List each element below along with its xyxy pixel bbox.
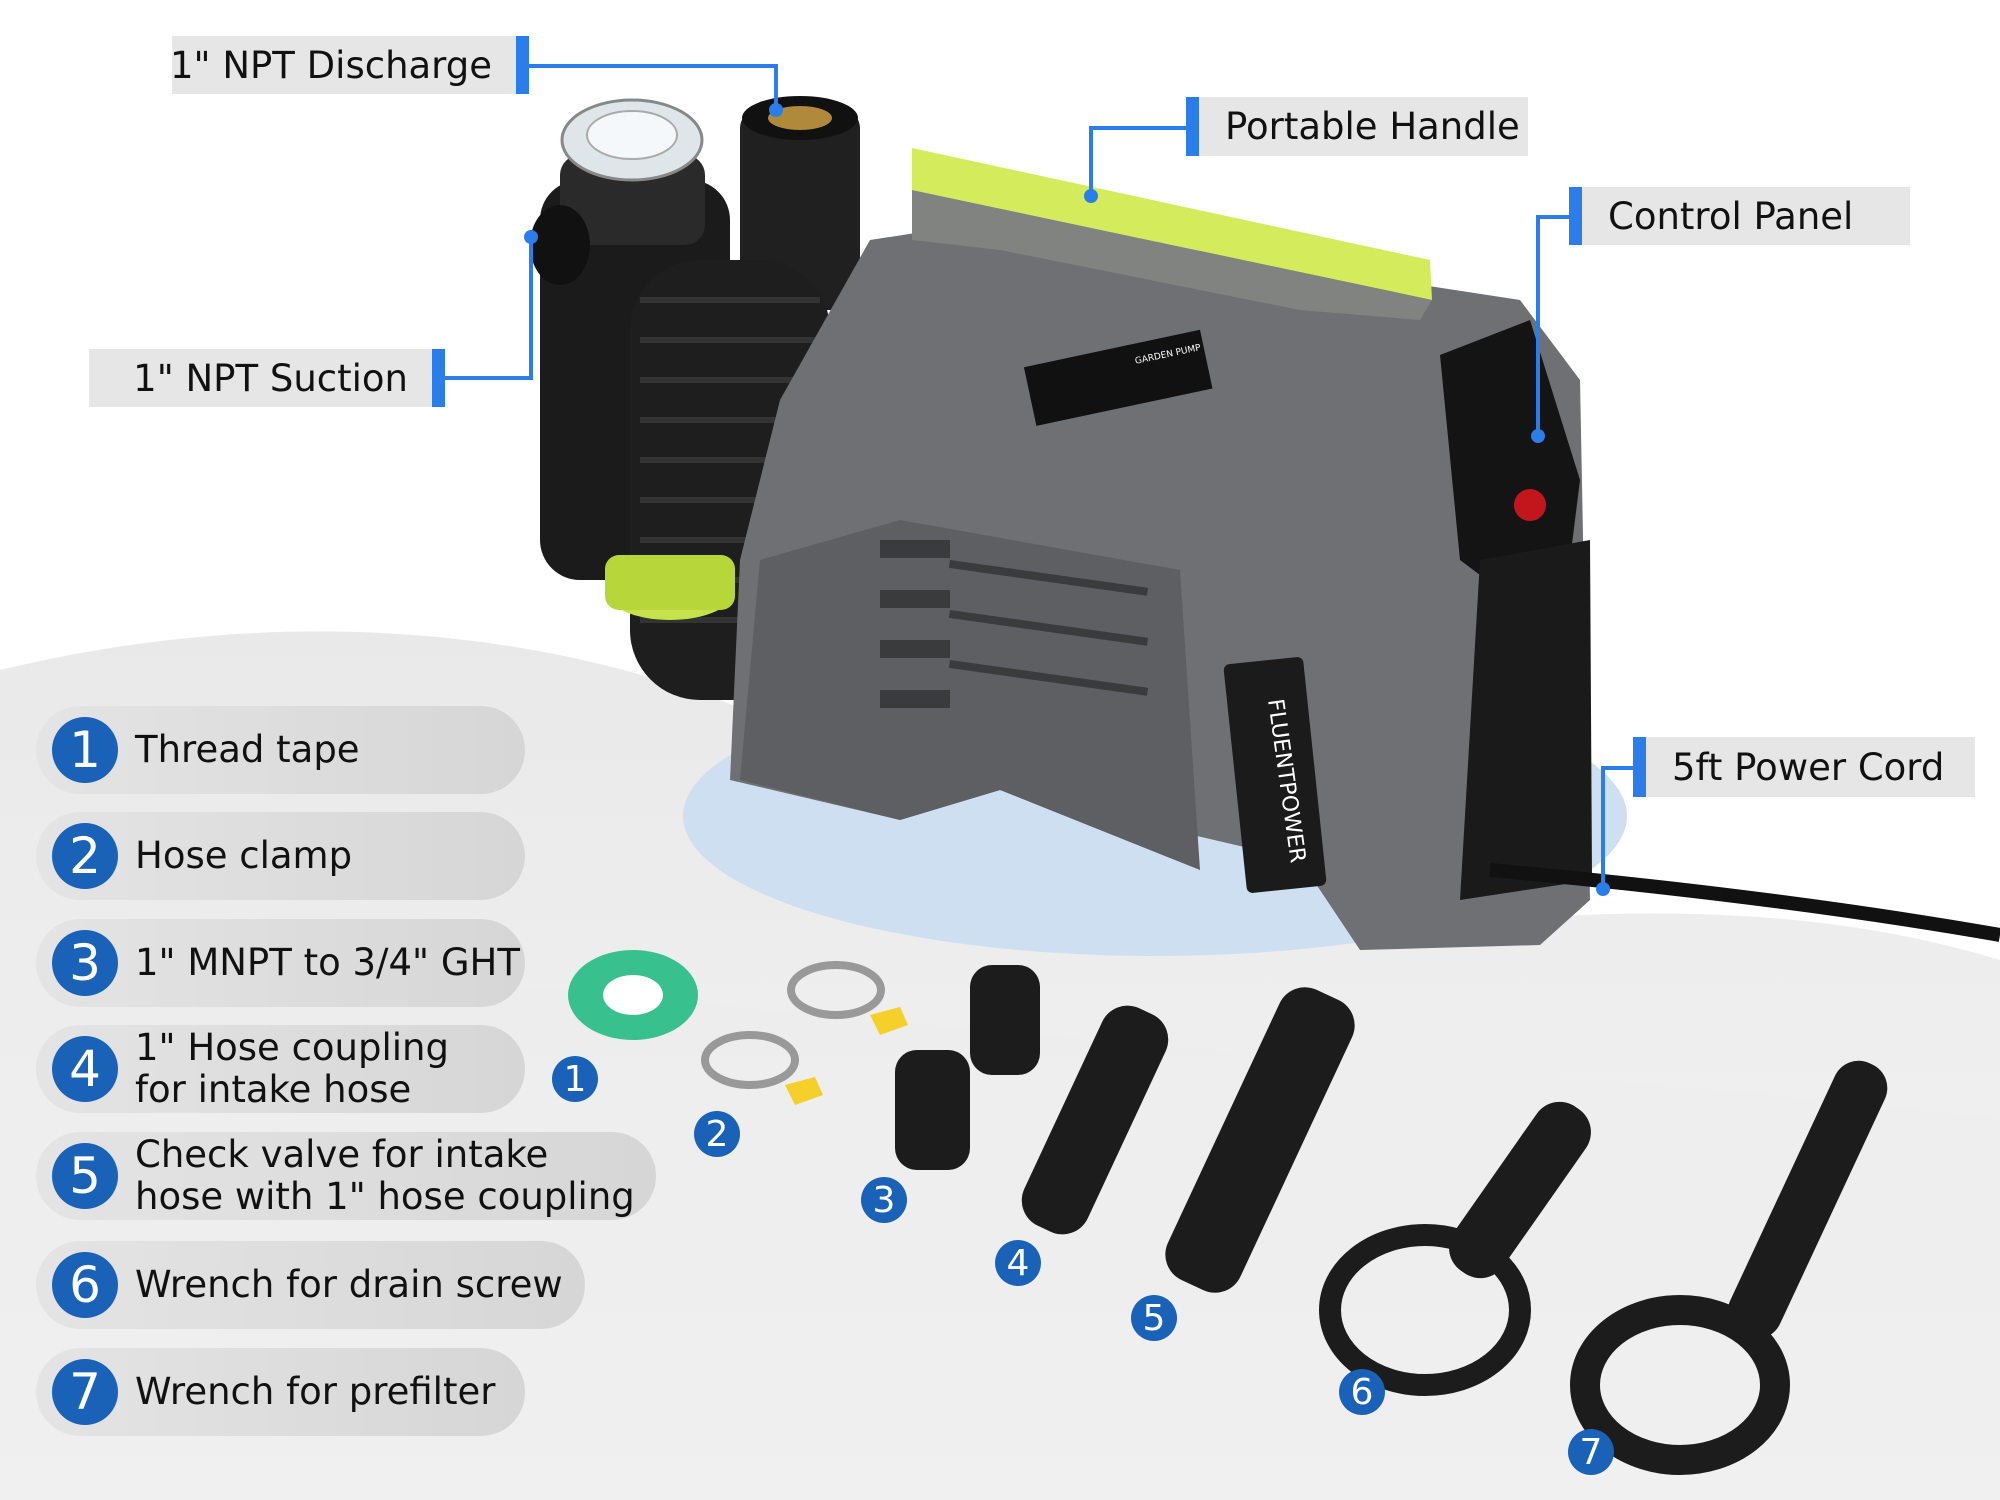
fan-grille — [1460, 540, 1592, 900]
callout-handle: Portable Handle — [1186, 97, 1528, 156]
accessory-label: Wrench for drain screw — [135, 1263, 563, 1306]
hose-clamp — [787, 961, 885, 1019]
accessory-label: Hose clamp — [135, 834, 353, 877]
accessory-label: Thread tape — [135, 728, 360, 771]
number-badge: 6 — [52, 1252, 118, 1318]
accessory-label: Check valve for intake hose with 1" hose… — [135, 1133, 635, 1218]
accessory-item-2: 2 Hose clamp — [36, 812, 525, 900]
adapter — [895, 1050, 970, 1170]
part-badge-3: 3 — [861, 1177, 907, 1223]
pump-body: GARDEN PUMP FLUENTPOWER — [730, 148, 2000, 950]
accessory-item-5: 5 Check valve for intake hose with 1" hos… — [36, 1132, 656, 1220]
accessory-parts — [568, 950, 1888, 1475]
number-badge: 1 — [52, 717, 118, 783]
brand-badge — [1223, 657, 1327, 893]
part-badge-7: 7 — [1568, 1429, 1614, 1475]
vent-slots — [880, 540, 1149, 708]
callout-discharge: 1" NPT Discharge — [170, 36, 529, 94]
power-cord — [1489, 863, 2000, 942]
hose-coupling — [1021, 1005, 1169, 1235]
part-badge-5: 5 — [1131, 1295, 1177, 1341]
accessory-item-6: 6 Wrench for drain screw — [36, 1241, 585, 1329]
callout-suction: 1" NPT Suction — [89, 349, 445, 407]
callout-control-panel: Control Panel — [1569, 187, 1910, 245]
check-valve — [1165, 987, 1355, 1293]
part-badge-1: 1 — [552, 1056, 598, 1102]
part-badge-6: 6 — [1339, 1369, 1385, 1415]
accessory-item-4: 4 1" Hose coupling for intake hose — [36, 1025, 525, 1113]
accessory-label: 1" Hose coupling for intake hose — [135, 1026, 449, 1111]
discharge-port — [740, 110, 860, 310]
callout-dots — [524, 103, 1610, 896]
part-badge-4: 4 — [995, 1240, 1041, 1286]
accessory-item-1: 1 Thread tape — [36, 706, 525, 794]
part-badge-2: 2 — [694, 1111, 740, 1157]
power-button-icon — [1514, 489, 1546, 521]
accessory-item-3: 3 1" MNPT to 3/4" GHT — [36, 919, 525, 1007]
number-badge: 7 — [52, 1359, 118, 1425]
callout-suction-label: 1" NPT Suction — [133, 356, 408, 400]
adapter — [970, 965, 1040, 1075]
number-badge: 2 — [52, 823, 118, 889]
prefilter-wrench — [1570, 1295, 1790, 1475]
callout-handle-label: Portable Handle — [1225, 105, 1520, 148]
callout-discharge-label: 1" NPT Discharge — [170, 43, 492, 87]
handle-top — [912, 148, 1432, 300]
accessory-label: 1" MNPT to 3/4" GHT — [135, 941, 520, 984]
accessory-label: Wrench for prefilter — [135, 1370, 496, 1413]
number-badge: 4 — [52, 1036, 118, 1102]
hose-clamp — [701, 1031, 799, 1089]
callout-control-panel-label: Control Panel — [1608, 194, 1854, 238]
accessory-item-7: 7 Wrench for prefilter — [36, 1348, 525, 1436]
drain-wrench — [1319, 1224, 1531, 1396]
suction-port — [530, 205, 590, 285]
callout-power-cord: 5ft Power Cord — [1633, 737, 1975, 797]
nameplate: GARDEN PUMP — [1023, 329, 1213, 426]
callout-lines — [445, 64, 1633, 889]
callout-power-cord-label: 5ft Power Cord — [1672, 745, 1945, 789]
control-panel — [1440, 320, 1580, 590]
number-badge: 5 — [52, 1143, 118, 1209]
number-badge: 3 — [52, 930, 118, 996]
